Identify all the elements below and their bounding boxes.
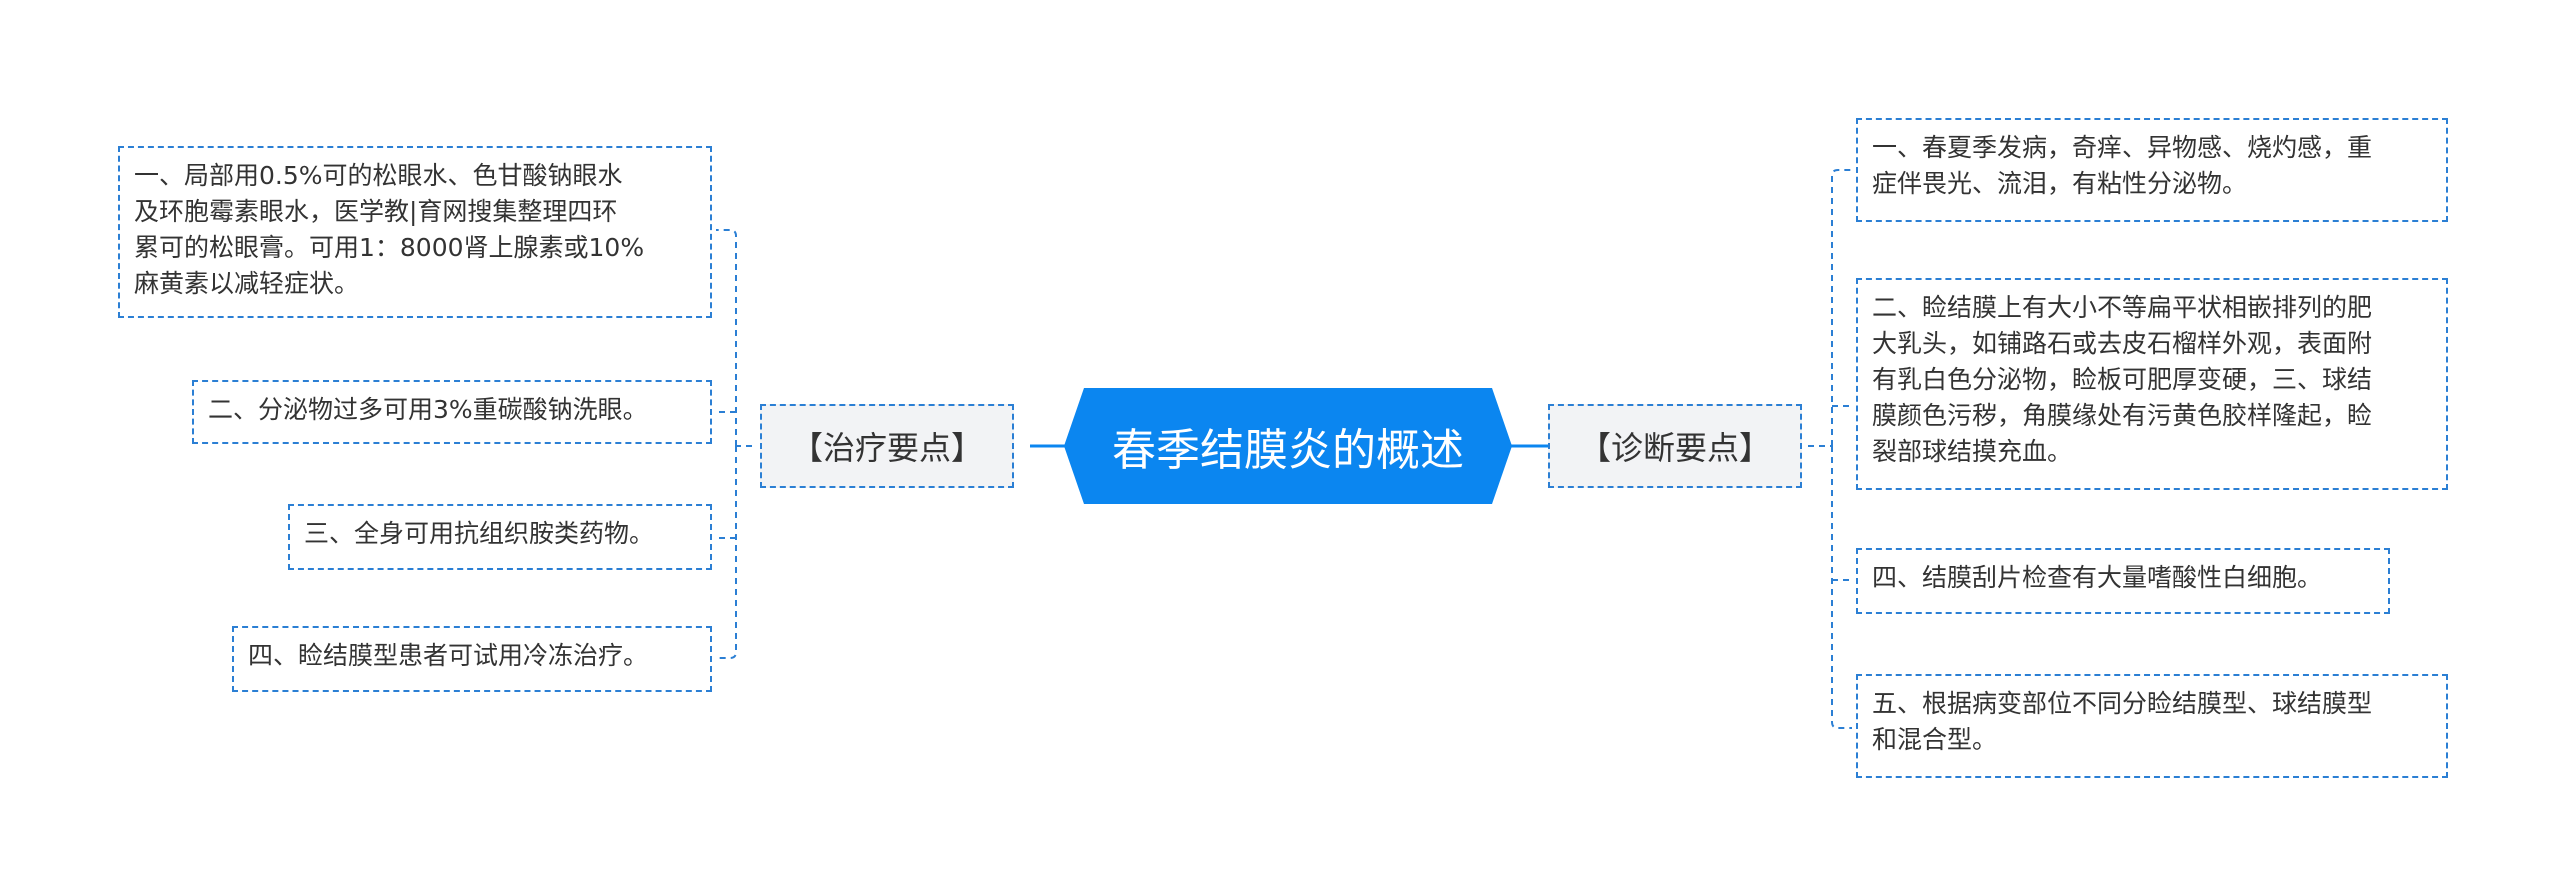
connector-treatment-bracket: [716, 229, 752, 659]
root-hexagon-shape: [1064, 388, 1512, 504]
branch-diagnosis[interactable]: 【诊断要点】: [1548, 404, 1802, 488]
diagnosis-item-1[interactable]: 一、春夏季发病，奇痒、异物感、烧灼感，重 症伴畏光、流泪，有粘性分泌物。: [1856, 118, 2448, 222]
connector-diagnosis-bracket: [1808, 169, 1852, 729]
root-topic[interactable]: 春季结膜炎的概述: [1064, 388, 1512, 504]
root-title: 春季结膜炎的概述: [1112, 425, 1464, 476]
treatment-item-1[interactable]: 一、局部用0.5%可的松眼水、色甘酸钠眼水 及环胞霉素眼水，医学教|育网搜集整理…: [118, 146, 712, 318]
diagnosis-item-3[interactable]: 四、结膜刮片检查有大量嗜酸性白细胞。: [1856, 548, 2390, 614]
branch-treatment[interactable]: 【治疗要点】: [760, 404, 1014, 488]
treatment-item-2[interactable]: 二、分泌物过多可用3%重碳酸钠洗眼。: [192, 380, 712, 444]
diagnosis-item-2[interactable]: 二、睑结膜上有大小不等扁平状相嵌排列的肥 大乳头，如铺路石或去皮石榴样外观，表面…: [1856, 278, 2448, 490]
diagnosis-item-4[interactable]: 五、根据病变部位不同分睑结膜型、球结膜型 和混合型。: [1856, 674, 2448, 778]
treatment-item-3[interactable]: 三、全身可用抗组织胺类药物。: [288, 504, 712, 570]
branch-treatment-label: 【治疗要点】: [790, 429, 983, 467]
branch-diagnosis-label: 【诊断要点】: [1578, 429, 1771, 467]
treatment-item-4[interactable]: 四、睑结膜型患者可试用冷冻治疗。: [232, 626, 712, 692]
